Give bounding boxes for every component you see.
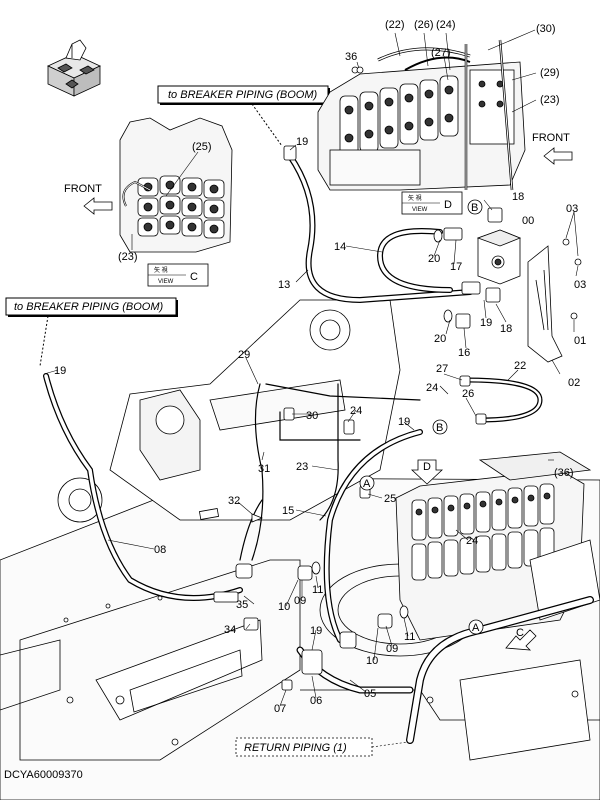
callout: 08 — [154, 544, 166, 556]
callout: 19 — [480, 317, 492, 329]
callout: 06 — [310, 695, 322, 707]
view-c-word: VIEW — [158, 279, 174, 285]
callout: (23) — [118, 251, 138, 263]
callout: 19 — [296, 136, 308, 148]
callout: (25) — [192, 141, 212, 153]
callout: 27 — [436, 363, 448, 375]
callout: 17 — [450, 261, 462, 273]
callout: 19 — [310, 625, 322, 637]
view-c-kanji: 矢 視 — [154, 266, 168, 274]
callout: (24) — [436, 19, 456, 31]
view-d-letter: D — [444, 199, 452, 211]
view-marker-a2: A — [472, 622, 480, 634]
callout: 18 — [512, 191, 524, 203]
return-piping-label: RETURN PIPING (1) — [244, 742, 347, 754]
front-arrow-c: FRONT — [64, 183, 113, 215]
return-piping-banner: RETURN PIPING (1) — [235, 737, 373, 757]
view-marker-b2: B — [436, 422, 443, 434]
control-valve — [395, 451, 600, 641]
callout: 03 — [566, 203, 578, 215]
callout: 20 — [428, 253, 440, 265]
callout: 09 — [386, 643, 398, 655]
callout: 11 — [404, 631, 415, 643]
callout: 16 — [458, 347, 470, 359]
callout: 35 — [236, 599, 248, 611]
callout: 14 — [334, 241, 346, 253]
document-id: DCYA60009370 — [4, 769, 83, 781]
callout: 10 — [278, 601, 290, 613]
callout: 22 — [514, 360, 526, 372]
callout: 31 — [258, 463, 270, 475]
orientation-icon — [47, 39, 101, 97]
callout: 05 — [364, 688, 376, 700]
view-marker-b1: B — [471, 202, 478, 214]
callout: 02 — [568, 377, 580, 389]
callout: 15 — [282, 505, 294, 517]
callout: 01 — [574, 335, 586, 347]
view-d-detail — [317, 39, 526, 191]
view-c-tag: 矢 視 VIEW C — [147, 263, 209, 287]
callout: 18 — [500, 323, 512, 335]
breaker-valve-block — [476, 229, 582, 363]
view-c-arrow: C — [505, 627, 537, 651]
view-marker-d: D — [423, 461, 431, 473]
front-arrow-d: FRONT — [532, 132, 573, 165]
callout: 29 — [238, 349, 250, 361]
callout: 26 — [462, 388, 474, 400]
callout-labels: (22) (26) (24) (30) (27) 36 (29) (23) (2… — [54, 19, 586, 715]
callout: (30) — [536, 23, 556, 35]
view-d-tag: 矢 視 VIEW D — [401, 191, 463, 215]
callout: 24 — [426, 382, 438, 394]
callout: (26) — [414, 19, 434, 31]
callout: 32 — [228, 495, 240, 507]
front-label-c: FRONT — [64, 183, 102, 195]
callout: 25 — [384, 493, 396, 505]
callout: 24 — [466, 535, 478, 547]
callout: 03 — [574, 279, 586, 291]
view-marker-a1: A — [363, 478, 371, 490]
view-d-arrow: D — [410, 459, 444, 485]
callout: 19 — [54, 365, 66, 377]
callout: (36) — [554, 467, 574, 479]
callout: 11 — [312, 584, 323, 596]
callout: 24 — [350, 405, 362, 417]
view-c-detail — [119, 117, 233, 253]
view-c-letter: C — [190, 271, 198, 283]
view-d-kanji: 矢 視 — [408, 194, 422, 202]
callout: 19 — [398, 416, 410, 428]
callout: (29) — [540, 67, 560, 79]
breaker-piping-left-label: to BREAKER PIPING (BOOM) — [14, 301, 163, 313]
callout: 13 — [278, 279, 290, 291]
view-marker-c: C — [516, 627, 524, 639]
callout: 23 — [296, 461, 308, 473]
leader-lines — [43, 144, 579, 707]
callout: 20 — [434, 333, 446, 345]
callout: 09 — [294, 595, 306, 607]
view-d-word: VIEW — [412, 207, 428, 213]
callout: 34 — [224, 624, 236, 636]
callout: (22) — [385, 19, 405, 31]
callout: 10 — [366, 655, 378, 667]
callout: 30 — [306, 410, 318, 422]
callout: (27) — [431, 47, 451, 59]
front-label-d: FRONT — [532, 132, 570, 144]
breaker-piping-banner-top: to BREAKER PIPING (BOOM) — [157, 85, 330, 105]
callout: 36 — [345, 51, 357, 63]
callout: 07 — [274, 703, 286, 715]
breaker-piping-banner-left: to BREAKER PIPING (BOOM) — [5, 297, 178, 317]
breaker-piping-top-label: to BREAKER PIPING (BOOM) — [168, 89, 317, 101]
view-markers — [359, 199, 484, 635]
fittings — [213, 66, 503, 691]
callout: 00 — [522, 215, 534, 227]
callout: (23) — [540, 94, 560, 106]
